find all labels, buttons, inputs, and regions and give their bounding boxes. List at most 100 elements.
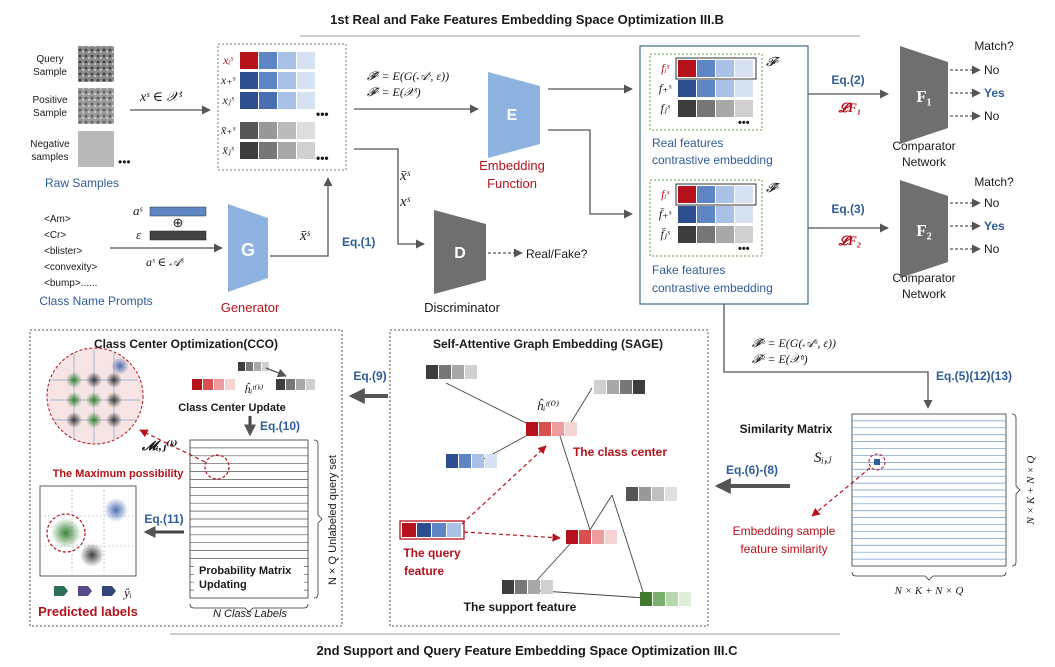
eq9-label: Eq.(9) xyxy=(353,369,386,383)
input-row-xbar-plus-cell xyxy=(278,122,296,139)
discriminator-letter: D xyxy=(454,245,466,262)
negative-sample-image xyxy=(78,131,114,167)
similarity-highlight-circle xyxy=(868,453,886,471)
fake-row-fi-cell xyxy=(697,186,715,203)
probability-matrix-lines xyxy=(190,447,308,591)
input-matrix-frame xyxy=(217,43,347,171)
embedding-block xyxy=(488,72,540,158)
sage-query-feature-cell xyxy=(402,523,416,537)
sage-support-bottom-cell xyxy=(515,580,527,594)
sage-query-feature-cell xyxy=(417,523,431,537)
similarity-caption-1: Embedding sample xyxy=(733,524,836,538)
epsilon-label: ε xyxy=(136,227,142,242)
svg-text:Sample: Sample xyxy=(33,67,67,78)
cco-distribution-blobs xyxy=(66,357,129,428)
negative-sample-label: Negative samples xyxy=(30,139,70,163)
positive-sample-image xyxy=(78,88,114,124)
cco-center-red-cell xyxy=(214,379,224,390)
sage-support-blue-cell xyxy=(485,454,497,468)
sage-support-top-right-cell xyxy=(620,380,632,394)
sage-support-top-right-cell xyxy=(633,380,645,394)
comparator-f2-label-1: Comparator xyxy=(892,271,955,285)
svg-text:<Am>: <Am> xyxy=(44,214,71,225)
sage-support-bottom-cell xyxy=(528,580,540,594)
input-row-xj-cell xyxy=(297,92,315,109)
plus-symbol: ⊕ xyxy=(173,215,184,230)
real-row-fplus-cell xyxy=(678,80,696,97)
fake-row-fplus: f̄₊ˢ xyxy=(659,207,672,221)
real-feature-matrix xyxy=(675,57,757,206)
input-row-xplus-cell xyxy=(240,72,258,89)
fake-row-fplus-cell xyxy=(716,206,734,223)
comparator-f1-letter: F₁ xyxy=(916,87,931,106)
real-row-fj-cell xyxy=(697,100,715,117)
fake-row-fj-cell xyxy=(678,226,696,243)
fake-row-fplus-cell xyxy=(697,206,715,223)
embedding-formula-real: 𝓕ˢ = E(𝒳ˢ) xyxy=(367,85,421,99)
sage-support-green-cell xyxy=(640,592,652,606)
raw-samples-label: Raw Samples xyxy=(45,176,119,190)
input-row-xplus-cell xyxy=(297,72,315,89)
cco-update-label: Class Center Update xyxy=(178,402,286,414)
svg-text:•••: ••• xyxy=(738,117,750,129)
sage-class-center-cell xyxy=(565,422,577,436)
input-row-xbar-plus-cell xyxy=(240,122,258,139)
real-row-fj-cell xyxy=(735,100,753,117)
svg-text:Negative: Negative xyxy=(30,139,70,150)
fake-row-fi: fᵢˢ xyxy=(661,187,669,201)
cco-top-gray-cell xyxy=(262,362,269,371)
fake-row-fj: f̄ⱼˢ xyxy=(660,227,670,241)
input-row-xbar-j-cell xyxy=(240,142,258,159)
real-row-fplus-cell xyxy=(735,80,753,97)
sage-support-blue-cell xyxy=(459,454,471,468)
fake-row-fi-cell xyxy=(678,186,696,203)
fake-caption-2: contrastive embedding xyxy=(652,281,773,295)
sage-support-green-cell xyxy=(666,592,678,606)
sage-query-target-cell xyxy=(592,530,604,544)
eq1-label: Eq.(1) xyxy=(342,235,375,249)
cco-max-circle xyxy=(204,454,230,480)
comparator-f1-label-2: Network xyxy=(902,155,947,169)
query-sample-image xyxy=(78,46,114,82)
cco-center-formula: ĥᵢᵗ⁽ᵏ⁾ xyxy=(244,382,263,396)
cco-unlabeled-set: N × Q Unlabeled query set xyxy=(327,455,339,585)
similarity-caption-2: feature similarity xyxy=(740,542,827,556)
svg-text:Positive: Positive xyxy=(32,95,67,106)
comparator-f1-answer-2: Yes xyxy=(984,86,1005,100)
sage-class-center-cell xyxy=(552,422,564,436)
eq3-label: Eq.(3) xyxy=(831,202,864,216)
comparator-f1-block xyxy=(900,46,948,144)
comparator-f1-answer-1: No xyxy=(984,63,1000,77)
svg-text:Query: Query xyxy=(36,54,63,65)
cco-top-gray-cell xyxy=(246,362,253,371)
comparator-f2-answer-1: No xyxy=(984,196,1000,210)
svg-text:•••: ••• xyxy=(118,155,131,169)
input-row-xi-cell xyxy=(240,52,258,69)
cco-box xyxy=(29,329,343,627)
unlabeled-eq: Eq.(5)(12)(13) xyxy=(936,369,1012,383)
real-row-fplus-cell xyxy=(697,80,715,97)
highlight-row-frame xyxy=(675,57,757,80)
input-row-xj-cell xyxy=(240,92,258,109)
sage-box xyxy=(389,329,709,627)
prediction-yhat: ŷᵢ xyxy=(122,585,132,600)
as-formula: aˢ ∈ 𝒜ˢ xyxy=(146,255,184,269)
input-row-xi-cell xyxy=(259,52,277,69)
generator-block xyxy=(228,204,268,292)
embedding-label-1: Embedding xyxy=(479,158,545,173)
sage-support-blue-cell xyxy=(446,454,458,468)
matrix-label-xplus: x₊ˢ xyxy=(220,73,236,87)
input-row-xj-cell xyxy=(278,92,296,109)
input-row-xi-cell xyxy=(297,52,315,69)
unlabeled-formula-real: 𝓕ᵘ = E(𝒳ᵘ) xyxy=(752,352,808,366)
real-row-fi-cell xyxy=(678,60,696,77)
sage-support-right-cell xyxy=(639,487,651,501)
input-row-xj-cell xyxy=(259,92,277,109)
positive-sample-label: Positive Sample xyxy=(32,95,67,119)
sage-support-bottom-cell xyxy=(541,580,553,594)
cco-title: Class Center Optimization(CCO) xyxy=(94,337,278,351)
cco-top-gray-cell xyxy=(238,362,245,371)
input-row-xplus-cell xyxy=(259,72,277,89)
predicted-labels: Predicted labels xyxy=(38,604,138,619)
